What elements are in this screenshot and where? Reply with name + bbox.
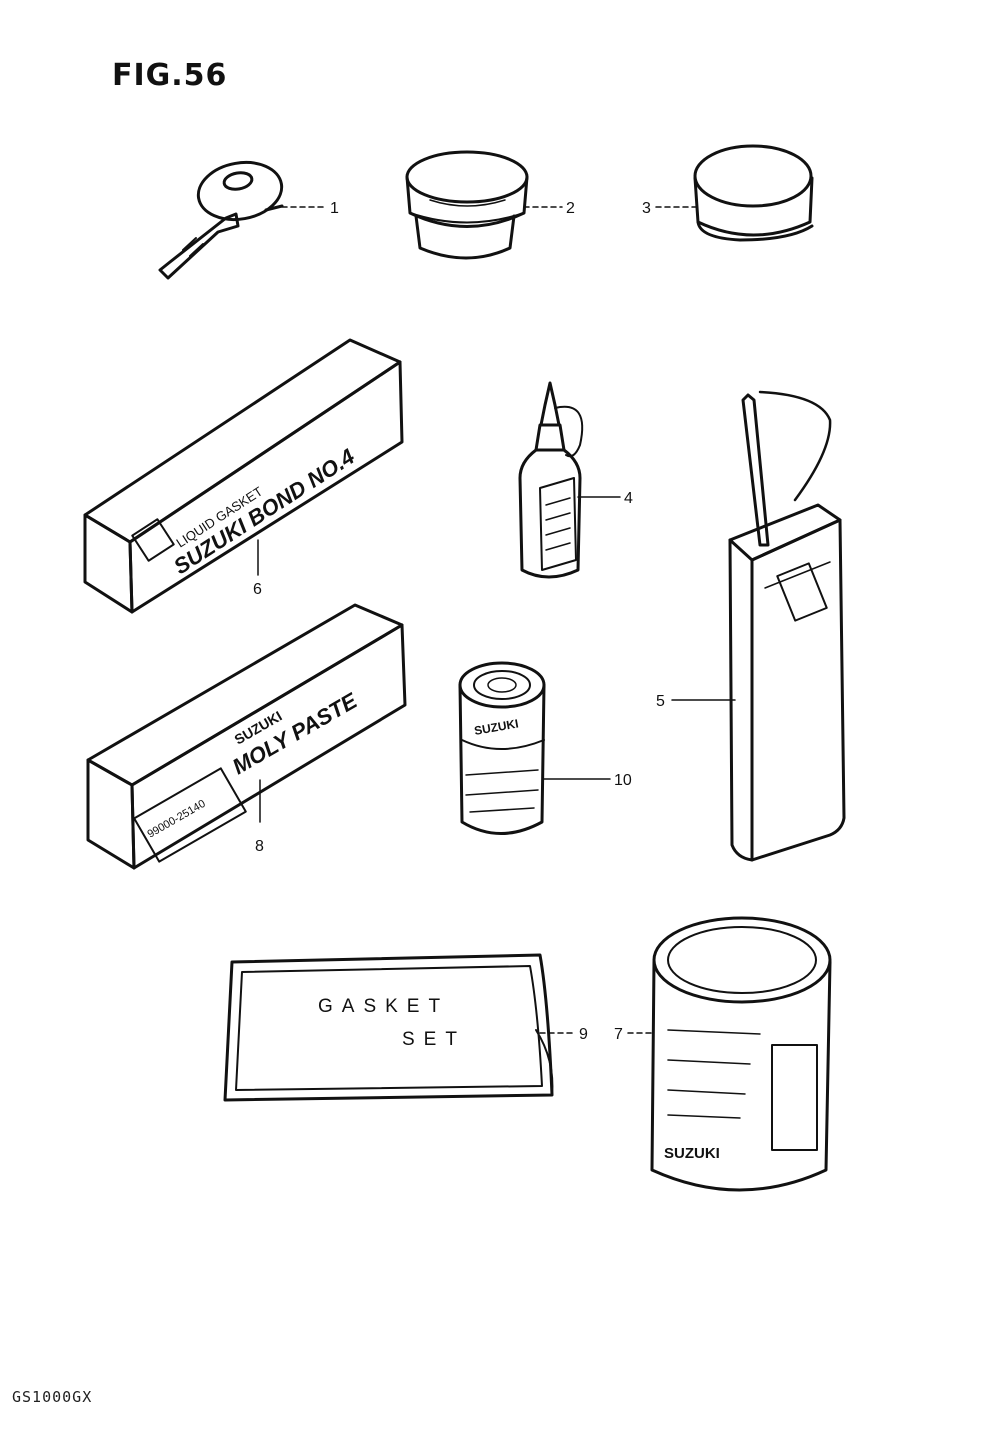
callout-8-group: 8 [255,779,264,855]
part-3-cap-cover [693,144,814,242]
can7-brand: SUZUKI [664,1145,720,1162]
part-6-bond-box: LIQUID GASKET SUZUKI BOND NO.4 [83,338,404,614]
part-4-oil-bottle [518,381,584,579]
part-9-gasket-set: GASKET SET [223,953,554,1102]
part-1-key [158,160,284,280]
paste-label-code: 99000-25140 [146,798,208,841]
callout-4-group: 4 [577,490,633,507]
callout-2-group: 2 [523,200,575,217]
callout-1-group: 1 [281,200,339,217]
callout-6: 6 [253,581,262,598]
callout-3: 3 [642,200,651,217]
callout-4: 4 [624,490,633,507]
callout-9: 9 [579,1026,588,1043]
callout-2: 2 [566,200,575,217]
callout-6-group: 6 [253,539,262,598]
part-5-oil-can [728,390,846,862]
callout-7: 7 [614,1026,623,1043]
callout-3-group: 3 [642,200,697,217]
part-10-small-can: SUZUKI [458,661,546,835]
part-2-cap [405,150,529,260]
callout-10: 10 [614,772,632,789]
can10-brand: SUZUKI [473,716,519,738]
figure-title: FIG.56 [112,58,228,93]
callout-5-group: 5 [656,693,736,710]
part-8-moly-paste-box: SUZUKI MOLY PASTE 99000-25140 [86,603,407,870]
gasket-label-line2: SET [402,1029,466,1050]
part-7-large-can: SUZUKI [650,916,832,1192]
callout-8: 8 [255,838,264,855]
bond-label-line2: SUZUKI BOND NO.4 [169,444,359,579]
callout-10-group: 10 [543,772,632,789]
callout-1: 1 [330,200,339,217]
model-code: GS1000GX [12,1388,93,1406]
gasket-label-line1: GASKET [318,996,449,1017]
callout-5: 5 [656,693,665,710]
callout-7-group: 7 [614,1026,656,1043]
callout-9-group: 9 [539,1026,588,1043]
